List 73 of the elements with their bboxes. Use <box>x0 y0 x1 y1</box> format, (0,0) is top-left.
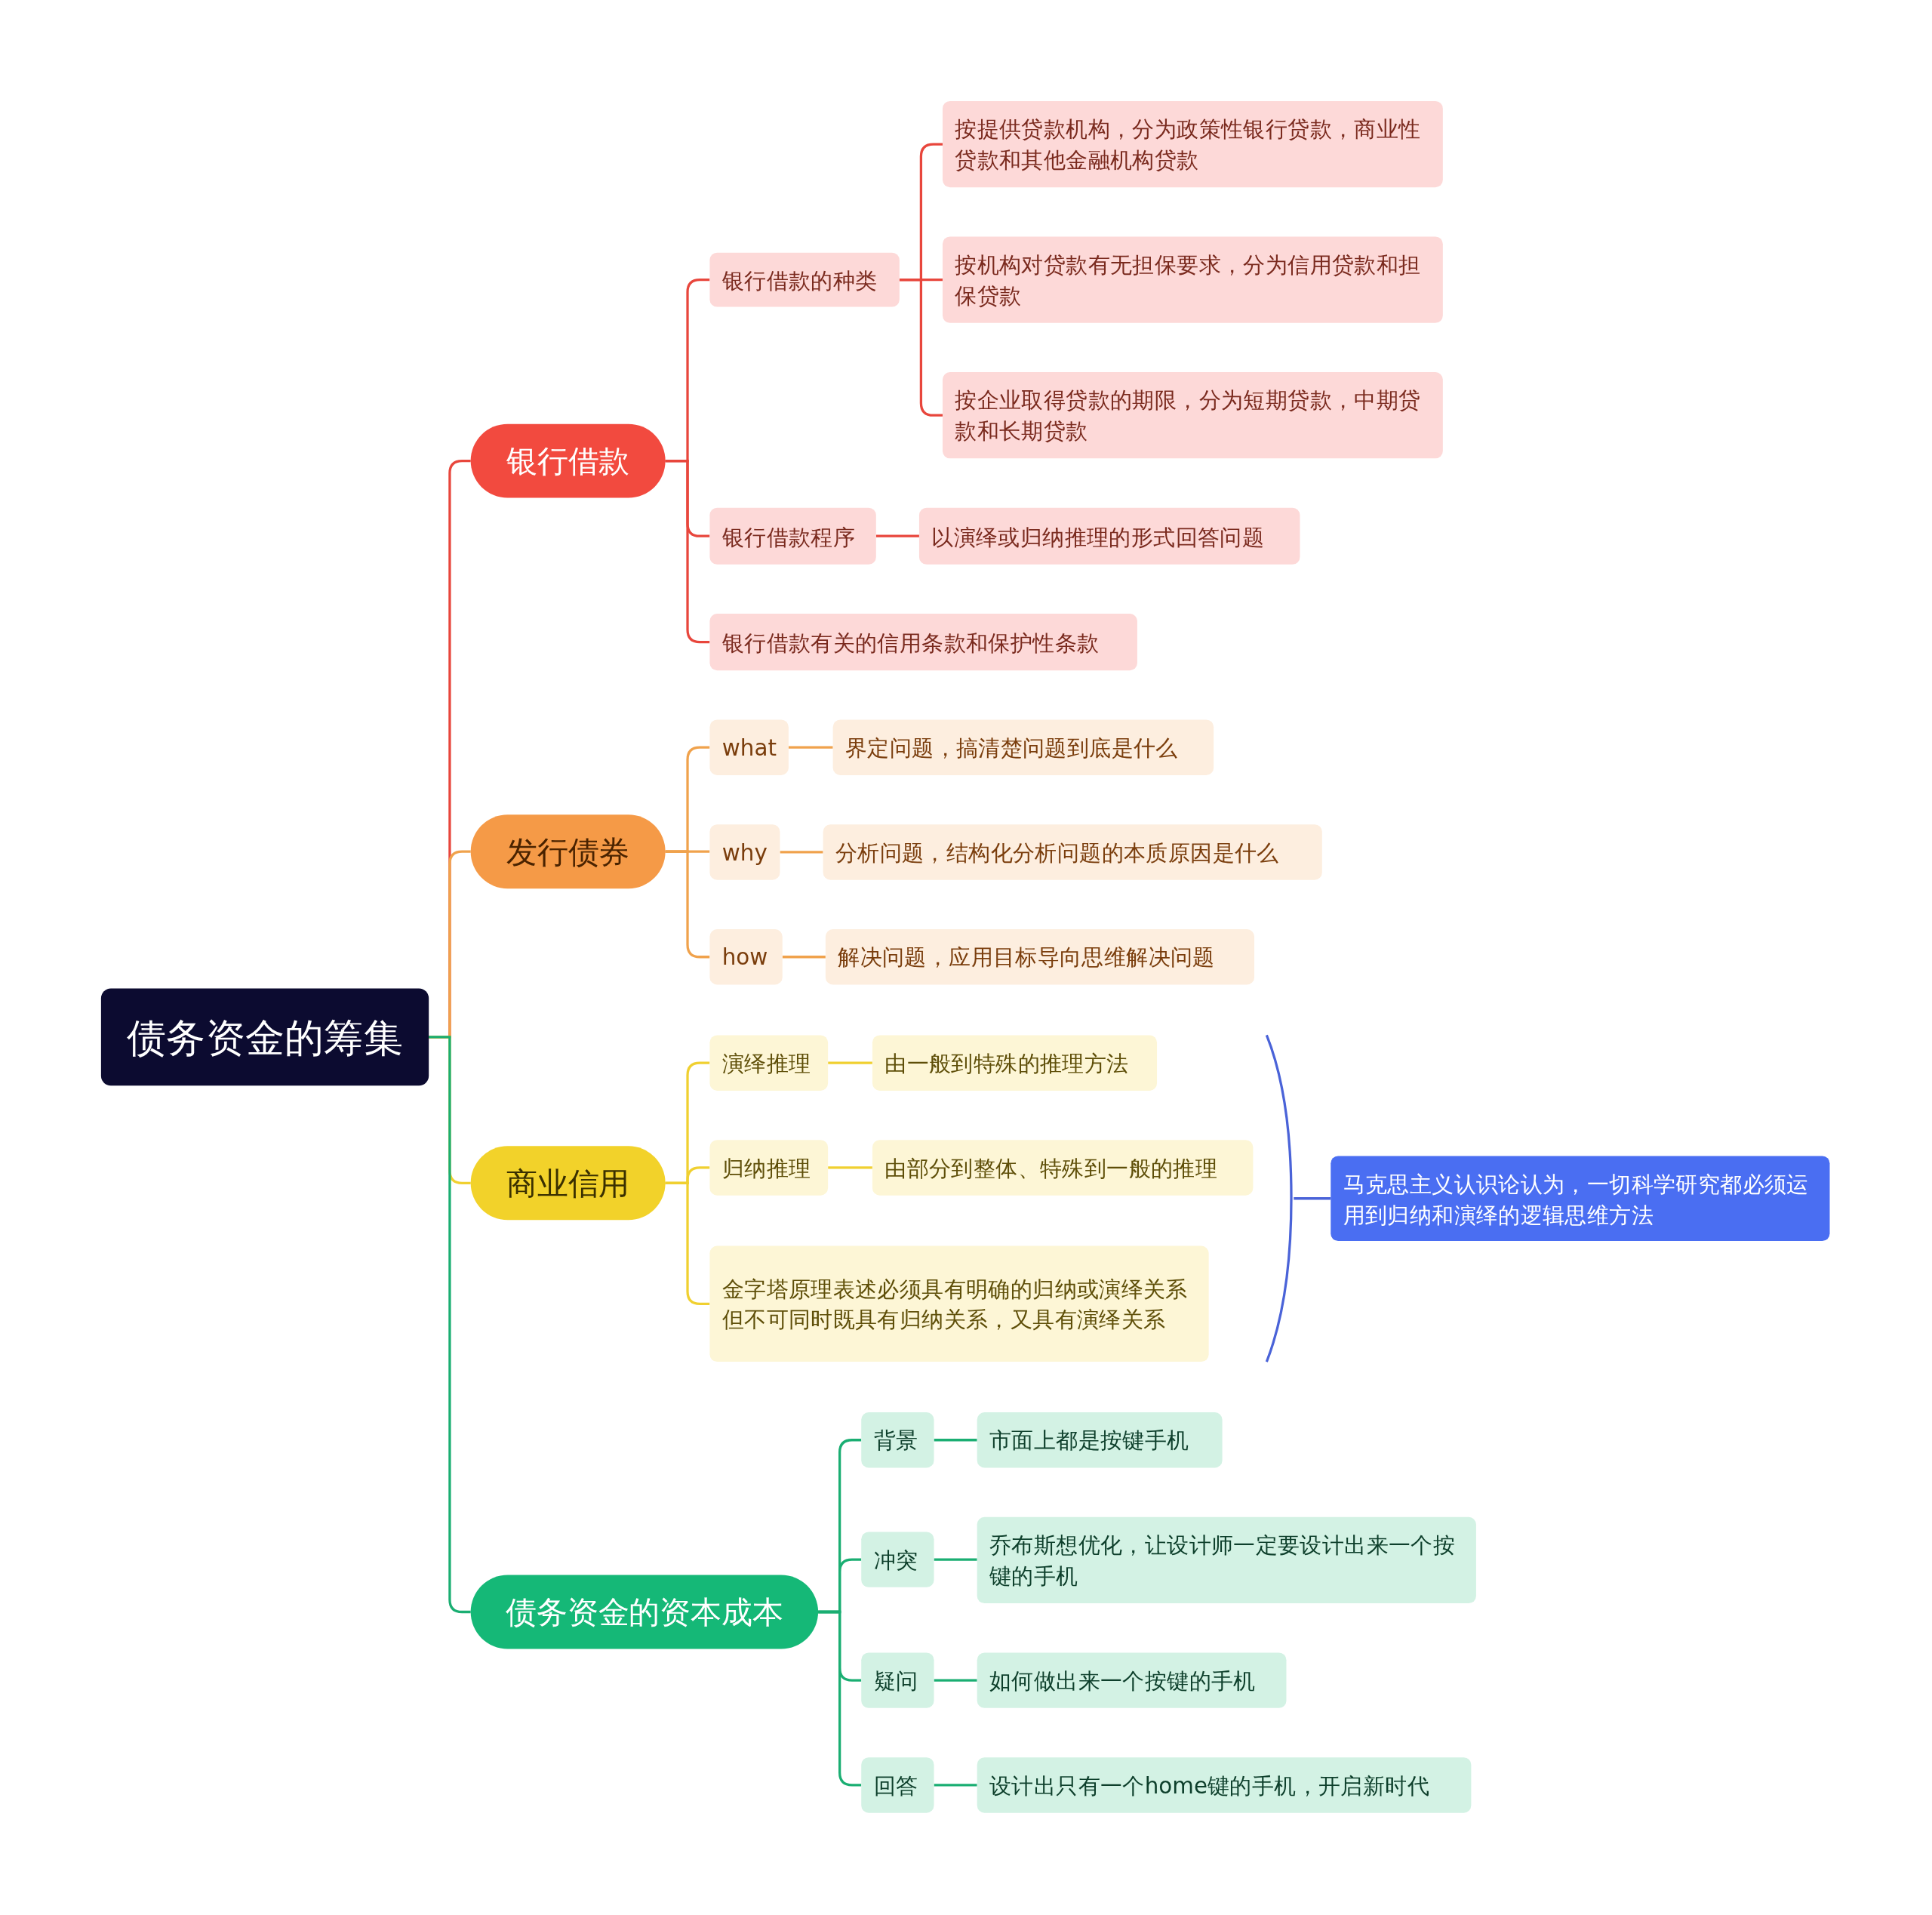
subtopic-box <box>977 1412 1223 1468</box>
connector-line <box>1294 1197 1331 1200</box>
topic-text: 发行债券 <box>506 833 630 871</box>
connector-line <box>934 1784 977 1787</box>
topic-text: 由一般到特殊的推理方法 <box>884 1049 1130 1078</box>
subtopic-box <box>977 1652 1287 1708</box>
connector-line <box>828 1061 872 1064</box>
topic-text: 金字塔原理表述必须具有明确的归纳或演绎关系 <box>721 1274 1189 1304</box>
subtopic-box <box>943 236 1443 323</box>
topic-text: 但不可同时既具有归纳关系，又具有演绎关系 <box>721 1305 1167 1334</box>
subtopic-box <box>823 824 1322 880</box>
topic-text: 疑问 <box>873 1667 919 1695</box>
root-topic-box <box>100 988 429 1086</box>
subtopic-box <box>943 100 1443 188</box>
topic-text: 按机构对贷款有无担保要求，分为信用贷款和担保贷款 <box>955 251 1422 310</box>
subtopic-box <box>709 719 789 775</box>
topic-text: 债务资金的资本成本 <box>506 1593 783 1631</box>
connector-line <box>934 1558 977 1561</box>
topic-text: 界定问题，搞清楚问题到底是什么 <box>845 734 1179 762</box>
connector-line <box>934 1679 977 1682</box>
subtopic-box <box>861 1757 934 1813</box>
topic-text: 按企业取得贷款的期限，分为短期贷款，中期贷款和长期贷款 <box>955 386 1422 445</box>
topic-text: why <box>721 838 768 867</box>
subtopic-box <box>918 507 1300 565</box>
subtopic-box <box>977 1516 1476 1604</box>
topic-text: 市面上都是按键手机 <box>989 1426 1190 1455</box>
connector-line <box>875 534 919 537</box>
subtopic-box <box>709 252 900 307</box>
connector-line <box>788 746 833 749</box>
subtopic-box <box>943 372 1443 459</box>
topic-text: 演绎推理 <box>721 1049 812 1078</box>
connector-line <box>780 851 823 854</box>
subtopic-box <box>709 507 876 565</box>
topic-text: 归纳推理 <box>721 1153 812 1183</box>
topic-text: 由部分到整体、特殊到一般的推理 <box>884 1153 1219 1183</box>
topic-text: 银行借款程序 <box>721 522 857 551</box>
subtopic-box <box>709 1140 829 1196</box>
topic-text: 设计出只有一个home键的手机，开启新时代 <box>989 1771 1430 1800</box>
topic-text: 分析问题，结构化分析问题的本质原因是什么 <box>835 838 1280 867</box>
subtopic-box <box>709 929 783 985</box>
topic-text: 回答 <box>873 1771 919 1800</box>
topic-text: what <box>721 734 777 762</box>
subtopic-box <box>977 1757 1472 1813</box>
subtopic-box <box>825 929 1255 985</box>
topic-text: 债务资金的筹集 <box>127 1013 403 1061</box>
topic-text: 马克思主义认识论认为，一切科学研究都必须运用到归纳和演绎的逻辑思维方法 <box>1343 1169 1810 1229</box>
subtopic-box <box>709 1245 1209 1362</box>
topic-text: 解决问题，应用目标导向思维解决问题 <box>838 943 1216 971</box>
topic-text: 商业信用 <box>506 1164 630 1202</box>
subtopic-box <box>709 1035 829 1091</box>
subtopic-box <box>709 614 1137 671</box>
summary-box <box>1331 1156 1830 1242</box>
topic-text: 乔布斯想优化，让设计师一定要设计出来一个按键的手机 <box>989 1531 1457 1590</box>
topic-text: 如何做出来一个按键的手机 <box>989 1667 1257 1695</box>
subtopic-box <box>861 1532 934 1587</box>
connector-line <box>828 1166 872 1169</box>
subtopic-box <box>832 719 1214 775</box>
topic-text: 以演绎或归纳推理的形式回答问题 <box>931 522 1266 551</box>
connector-line <box>934 1439 977 1442</box>
summary-bracket <box>1265 1034 1293 1362</box>
subtopic-box <box>709 824 780 880</box>
topic-text: 银行借款有关的信用条款和保护性条款 <box>721 628 1100 657</box>
connector-line <box>782 956 826 959</box>
topic-text: 按提供贷款机构，分为政策性银行贷款，商业性贷款和其他金融机构贷款 <box>955 115 1422 174</box>
subtopic-box <box>872 1035 1158 1091</box>
topic-text: how <box>721 943 769 971</box>
topic-text: 背景 <box>873 1426 919 1455</box>
topic-text: 银行借款 <box>506 442 630 480</box>
topic-text: 银行借款的种类 <box>721 266 878 294</box>
topic-text: 冲突 <box>873 1546 919 1575</box>
subtopic-box <box>872 1140 1254 1196</box>
subtopic-box <box>861 1652 934 1708</box>
subtopic-box <box>861 1412 934 1468</box>
